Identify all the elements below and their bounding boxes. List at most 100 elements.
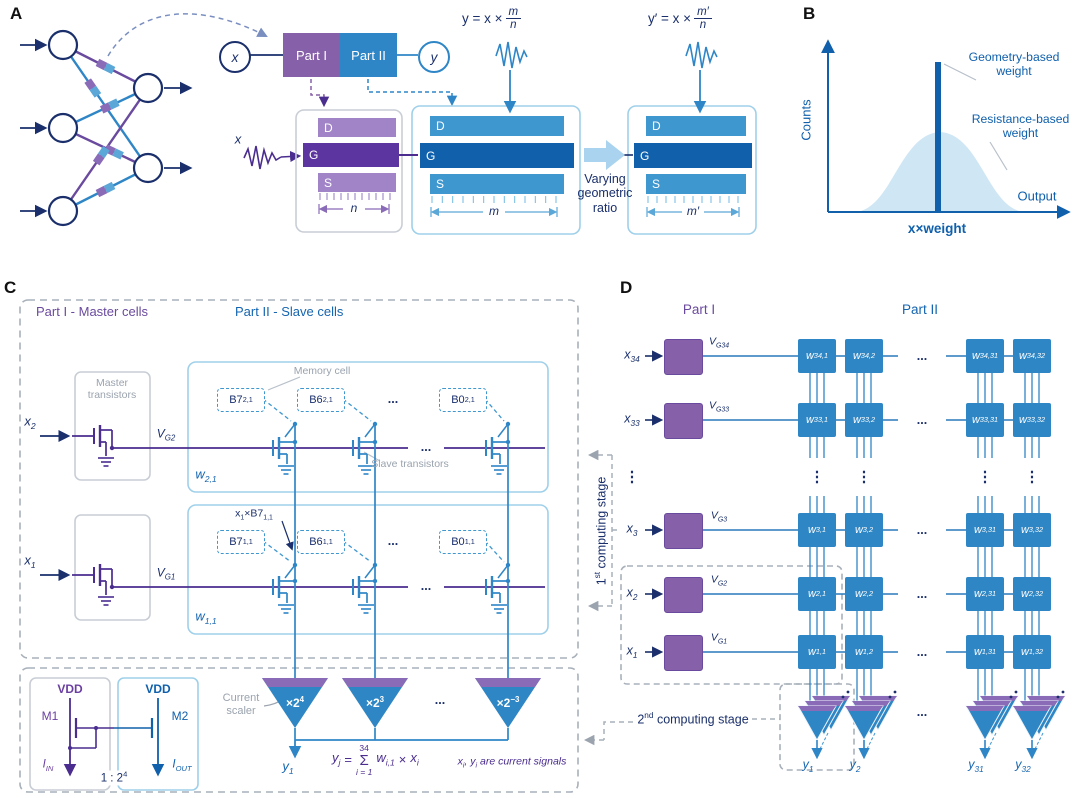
b-y-axis-label: Counts <box>798 99 814 141</box>
d-x-label: x33 <box>624 411 640 429</box>
d-stack-dots <box>893 690 897 694</box>
d-part1-box <box>664 339 703 375</box>
b-x-axis-label: Output <box>1017 188 1057 204</box>
b-legend-geometry: Geometry-based weight <box>968 50 1060 79</box>
c-part2-title: Part II - Slave cells <box>235 304 344 319</box>
d-scaler-strip <box>980 696 1018 701</box>
d-vg-label: VG33 <box>708 399 730 414</box>
d-row-ellipsis: ... <box>916 586 928 601</box>
c-cell-link <box>484 540 505 563</box>
b-xweight-label: x×weight <box>907 221 967 237</box>
c-wire-ellipsis: ... <box>420 578 432 593</box>
a-dim-m-prime: m′ <box>686 204 700 219</box>
c-cell-link <box>342 540 372 563</box>
c-x-label: x2 <box>24 413 36 431</box>
b-legend-resistance: Resistance-based weight <box>971 112 1070 141</box>
b-spike <box>935 62 941 212</box>
c-x-label: x1 <box>24 552 36 570</box>
d-stack-dashed <box>865 732 876 752</box>
synapse-bead <box>99 98 120 114</box>
eq-sigma: 34 Σ i = 1 <box>356 743 373 777</box>
d-part1-box <box>664 635 703 671</box>
d-stack-dots <box>846 690 850 694</box>
c-cell-ellipsis: ... <box>387 391 399 406</box>
c-part1-title: Part I - Master cells <box>36 304 148 319</box>
d-scaler-strip <box>852 701 890 706</box>
d-scaler-strip <box>845 706 883 711</box>
d-vdots-left: ⋮ <box>624 468 640 486</box>
a-slave1-g-bar: G <box>420 143 574 168</box>
c-cell-link <box>484 398 505 422</box>
d-row-ellipsis: ... <box>916 522 928 537</box>
a-master-s-bar: S <box>318 173 396 192</box>
a-xy-wires <box>247 54 458 108</box>
d-vdots: ⋮ <box>977 468 993 486</box>
d-part1-title: Part I <box>682 302 716 318</box>
c-stage1-label: 1st computing stage <box>593 476 609 586</box>
c-xb-annotation: x1×B71,1 <box>235 507 273 522</box>
d-stack-dots <box>1061 690 1065 694</box>
c-iin-label: IIN <box>42 758 54 773</box>
d-scaler-ellipsis: ... <box>916 704 928 719</box>
c-scaler-strip <box>342 678 408 687</box>
c-ratio-label: 1 : 24 <box>98 769 130 786</box>
panel-c-label: C <box>4 278 17 297</box>
d-row-ellipsis: ... <box>916 348 928 363</box>
a-varying-arrow <box>584 140 625 170</box>
c-scaler-label: ×23 <box>365 695 385 711</box>
d-stack-dots <box>1014 690 1018 694</box>
neuron-node <box>47 29 79 61</box>
eq-times: × <box>398 751 407 767</box>
a-top-waveforms <box>495 41 718 114</box>
a-slave2-s-bar: S <box>646 174 746 194</box>
d-scaler-strip <box>798 706 836 711</box>
panel-a-label: A <box>10 4 23 23</box>
d-vdots: ⋮ <box>856 468 872 486</box>
c-wire-ellipsis: ... <box>420 439 432 454</box>
c-mirror-circuit <box>63 698 165 777</box>
synapse-bead <box>84 78 102 98</box>
c-scaler-strip <box>262 678 328 687</box>
c-switch-arm <box>284 423 296 438</box>
panel-d-label: D <box>620 278 633 297</box>
a-master-d-bar: D <box>318 118 396 137</box>
d-vg-label: VG3 <box>710 509 728 524</box>
panel-b-label: B <box>803 4 816 23</box>
d-x-label: x3 <box>626 521 638 539</box>
a-slave-device2-box <box>627 105 757 235</box>
a-part1-block: Part I <box>283 33 340 77</box>
d-scaler-strip <box>805 701 843 706</box>
d-output-label: y1 <box>802 757 814 775</box>
synapse-bead <box>95 58 116 75</box>
c-w-label: w1,1 <box>195 608 217 626</box>
d-output-label: y31 <box>968 757 984 775</box>
a-part2-block: Part II <box>340 33 397 77</box>
a-slave2-d-bar: D <box>646 116 746 136</box>
c-w-label: w2,1 <box>195 466 217 484</box>
a-zoom-dashed-arrow <box>107 13 268 57</box>
c-current-note: xi, yi are current signals <box>457 755 567 770</box>
d-scaler-strip <box>1027 696 1065 701</box>
c-frames <box>19 299 579 793</box>
c-scaler-caption: Current scaler <box>222 692 260 717</box>
eq-y: yj <box>332 750 341 768</box>
d-scaler-strip <box>973 701 1011 706</box>
b-pointer-line <box>989 141 1008 171</box>
c-cell-ellipsis: ... <box>387 533 399 548</box>
c-switch-arm <box>364 564 376 579</box>
d-output-label: y2 <box>849 757 861 775</box>
c-m2-label: M2 <box>171 709 189 724</box>
c-y1-output-label: y1 <box>282 758 294 776</box>
